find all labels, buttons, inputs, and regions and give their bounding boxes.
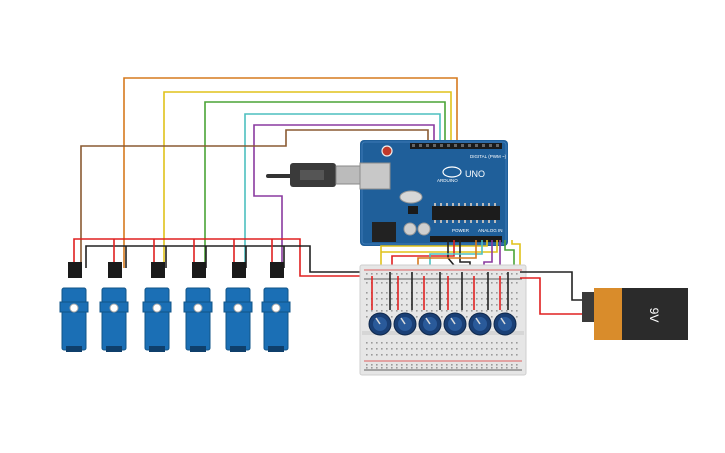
potentiometer[interactable] [493,312,517,336]
potentiometer[interactable] [368,312,392,336]
wire-purple [253,124,435,268]
potentiometer[interactable] [443,312,467,336]
servo-motor[interactable] [99,262,129,352]
battery-label: 9V [647,308,661,323]
wire-black-rail [85,245,368,273]
reset-button-icon [381,145,393,157]
potentiometer[interactable] [468,312,492,336]
servo-motor[interactable] [223,262,253,352]
wire-red-rail [73,238,366,277]
wire-brown [80,129,429,268]
signal-wires [80,77,458,268]
digital-label: DIGITAL (PWM ~) [470,154,507,159]
arduino-brand: ARDUINO [437,178,458,183]
wire-teal [244,113,441,268]
arduino-uno-board: DIGITAL (PWM ~) ARDUINO UNO POWER ANALOG… [359,140,508,246]
potentiometers [368,312,517,336]
arduino-model: UNO [465,169,485,179]
battery-9v[interactable]: 9V [582,288,688,340]
potentiometer[interactable] [393,312,417,336]
battery-wires [520,271,584,315]
analog-label: ANALOG IN [478,228,503,233]
servo-motor[interactable] [142,262,172,352]
wire-green [204,101,446,268]
usb-cable [266,163,363,187]
servo-motor[interactable] [183,262,213,352]
arduino-logo-icon [442,166,462,178]
wire-yellow [163,91,452,268]
potentiometer[interactable] [418,312,442,336]
wire-orange [123,77,458,268]
servo-motor[interactable] [59,262,89,352]
breadboard [359,264,527,376]
servo-motors [59,262,291,352]
servo-motor[interactable] [261,262,291,352]
breadboard-jumpers [371,272,509,310]
power-label: POWER [452,228,470,233]
